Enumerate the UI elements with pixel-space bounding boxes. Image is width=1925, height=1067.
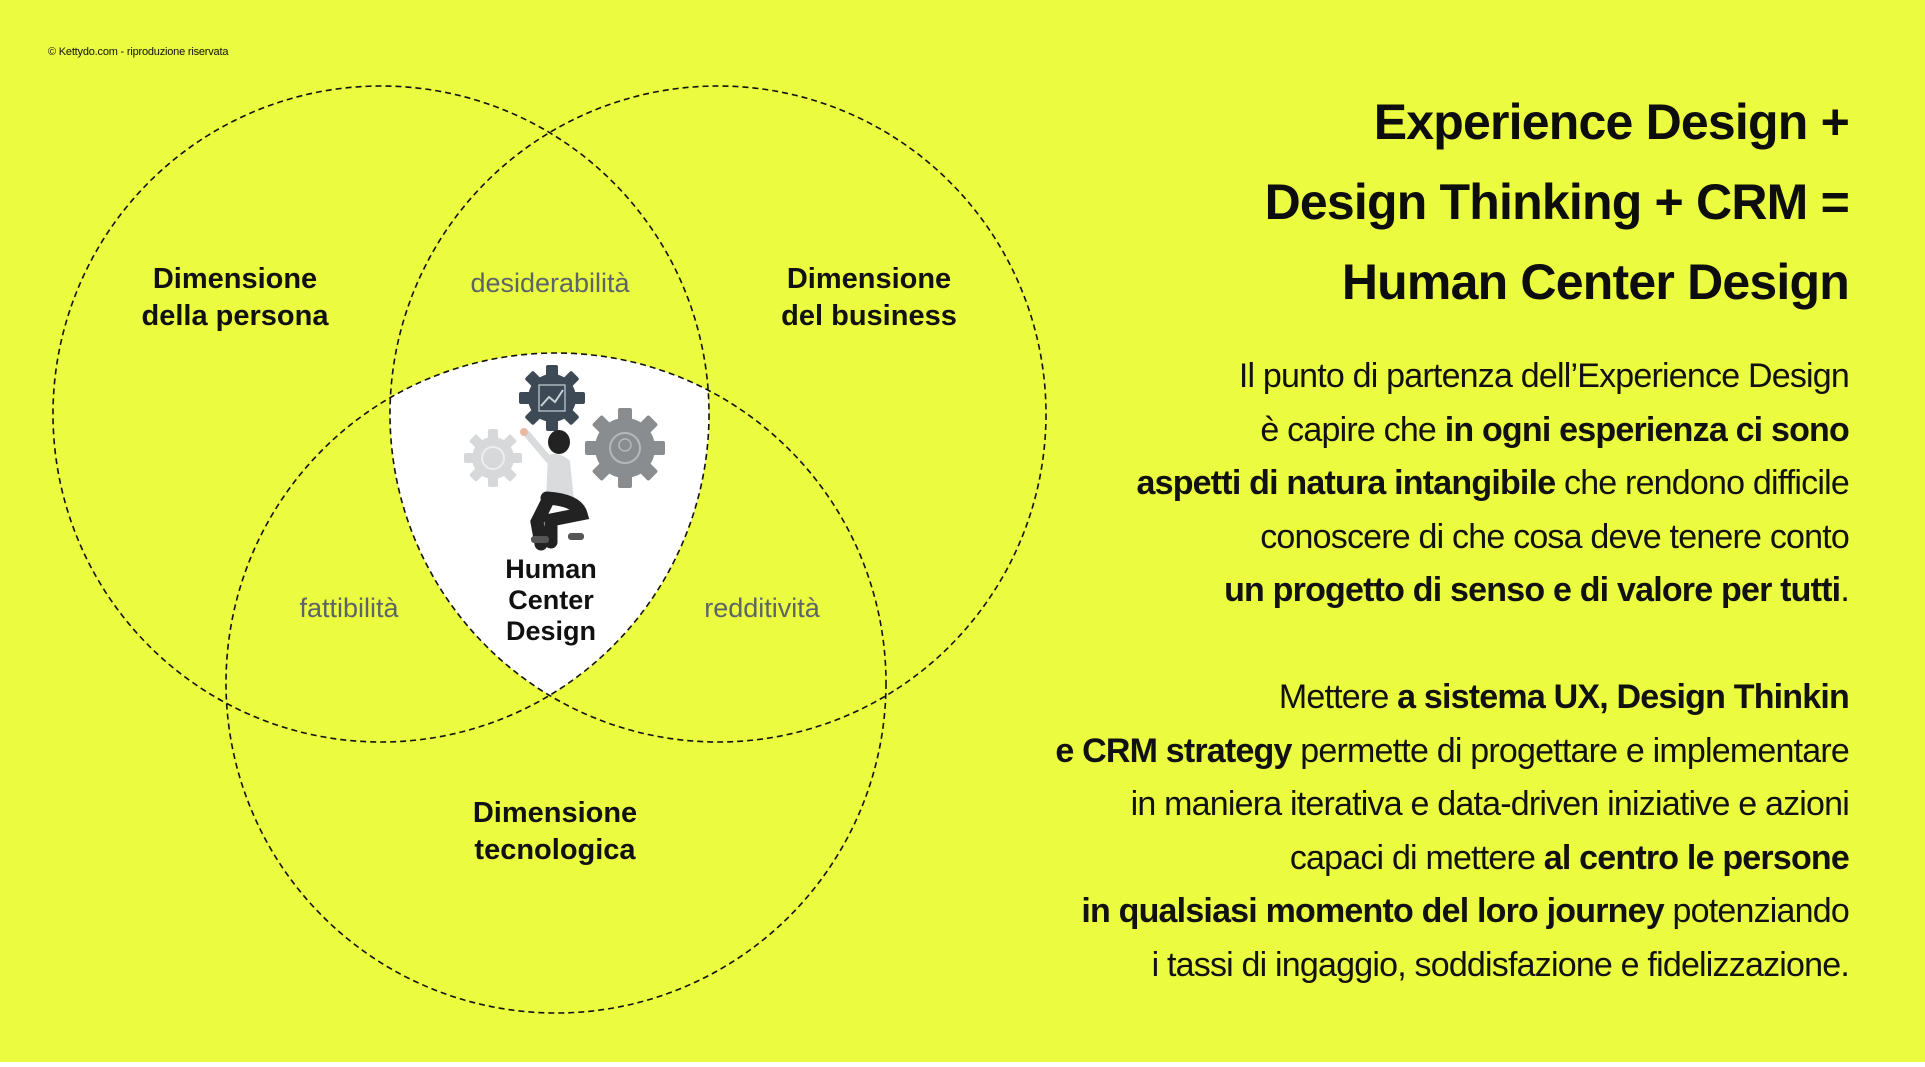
business-label-line2: del business: [781, 300, 957, 332]
text-run: in maniera iterativa e data-driven inizi…: [1130, 785, 1850, 823]
gears-illustration: [464, 365, 665, 551]
paragraph-line: conoscere di che cosa deve tenere conto: [849, 511, 1850, 565]
bottom-band: [0, 1062, 1925, 1067]
title-line-1: Experience Design +: [1373, 94, 1850, 150]
overlap-fattibilita: fattibilità: [299, 593, 399, 623]
dark-gear-icon: [519, 365, 585, 431]
text-run: conoscere di che cosa deve tenere conto: [1260, 517, 1850, 556]
circle-tecnologica: [225, 352, 887, 1014]
circle-business: [389, 85, 1047, 743]
persona-label-line1: Dimensione: [153, 263, 317, 295]
tecnologica-label-line2: tecnologica: [474, 834, 636, 866]
bold-text-run: in qualsiasi momento del loro journey: [1081, 892, 1664, 930]
paragraph-line: Mettere a sistema UX, Design Thinkin: [849, 671, 1850, 725]
tecnologica-label-line1: Dimensione: [473, 797, 637, 829]
text-run: Mettere: [1278, 678, 1398, 716]
business-label-line1: Dimensione: [787, 263, 951, 295]
bold-text-run: e CRM strategy: [1055, 731, 1292, 770]
title-line-2: Design Thinking + CRM =: [1264, 174, 1850, 230]
text-run: che rendono difficile: [1555, 464, 1850, 502]
paragraph-line: in qualsiasi momento del loro journey po…: [849, 885, 1849, 939]
bold-text-run: un progetto di senso e di valore per tut…: [1224, 571, 1841, 609]
paragraph-line: in maniera iterativa e data-driven inizi…: [849, 778, 1850, 832]
paragraph-line: i tassi di ingaggio, soddisfazione e fid…: [849, 939, 1850, 993]
center-label-line2: Center: [508, 585, 594, 615]
overlap-desiderabilita: desiderabilità: [470, 268, 630, 298]
center-label-line3: Design: [506, 616, 596, 646]
bold-text-run: a sistema UX, Design Thinkin: [1397, 678, 1850, 716]
page-title: Experience Design + Design Thinking + CR…: [889, 82, 1850, 322]
copyright-notice: © Kettydo.com - riproduzione riservata: [48, 46, 229, 58]
text-run: .: [1840, 571, 1849, 609]
text-run: potenziando: [1663, 892, 1850, 930]
intro-paragraph: Il punto di partenza dell’Experience Des…: [849, 350, 1849, 618]
overlap-redditivita: redditività: [704, 593, 821, 623]
lightbulb-gear-icon: [585, 408, 665, 488]
text-run: Il punto di partenza dell’Experience Des…: [1238, 357, 1850, 395]
bold-text-run: in ogni esperienza ci sono: [1444, 410, 1850, 449]
circle-persona: [52, 85, 710, 743]
text-run: capaci di mettere: [1289, 838, 1544, 877]
bold-text-run: al centro le persone: [1543, 838, 1850, 877]
text-run: permette di progettare e implementare: [1291, 731, 1850, 770]
center-label-line1: Human: [505, 554, 597, 584]
light-gear-icon: [464, 429, 522, 487]
paragraph-line: un progetto di senso e di valore per tut…: [849, 564, 1850, 618]
person-figure: [520, 428, 590, 551]
paragraph-line: aspetti di natura intangibile che rendon…: [849, 457, 1849, 511]
text-run: è capire che: [1260, 410, 1445, 449]
persona-label-line2: della persona: [142, 300, 330, 332]
text-run: i tassi di ingaggio, soddisfazione e fid…: [1151, 945, 1850, 984]
bold-text-run: aspetti di natura intangibile: [1136, 464, 1556, 502]
title-line-3: Human Center Design: [1341, 254, 1850, 310]
paragraph-line: e CRM strategy permette di progettare e …: [849, 725, 1849, 779]
paragraph-line: capaci di mettere al centro le persone: [849, 832, 1850, 886]
paragraph-line: è capire che in ogni esperienza ci sono: [849, 404, 1849, 458]
paragraph-line: Il punto di partenza dell’Experience Des…: [849, 350, 1850, 404]
